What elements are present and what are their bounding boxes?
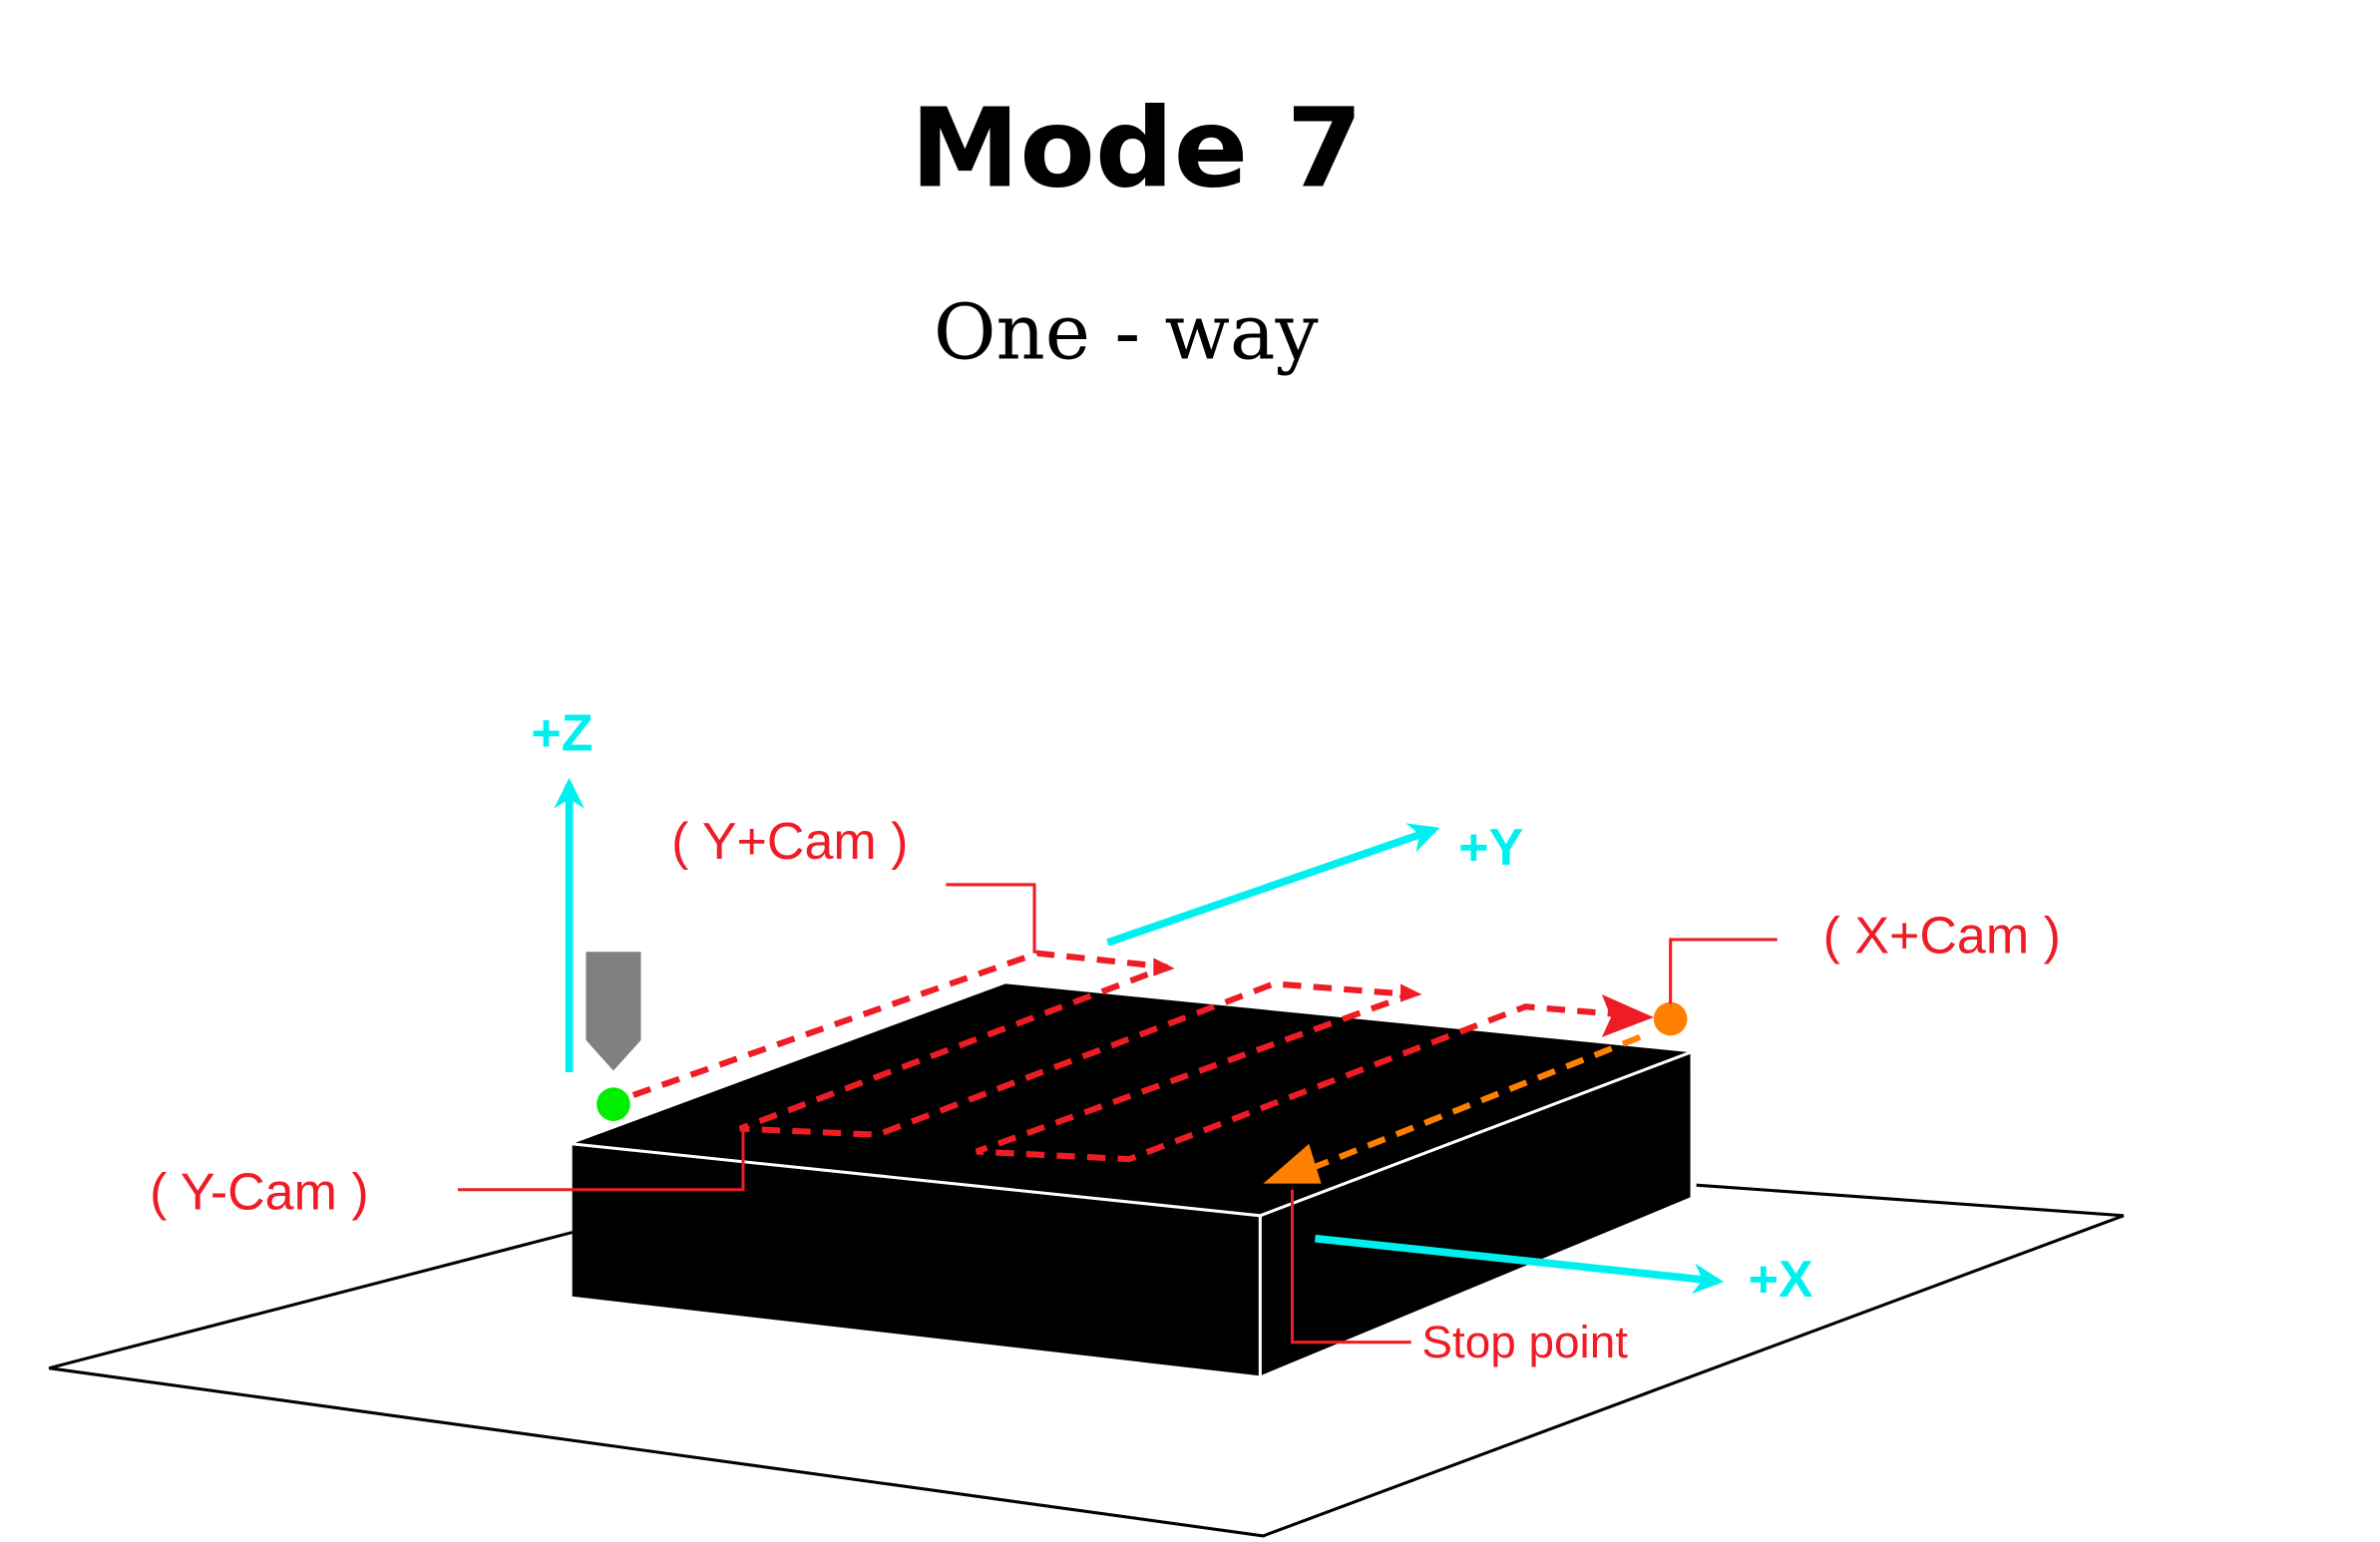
workpiece-block [572,983,1692,1376]
path-arrow-icon [1601,994,1654,1037]
work-plane [48,1183,2125,1538]
end-point-dot [1653,1001,1688,1036]
stop-point-leader [1290,1189,1411,1345]
stop-point-label: Stop point [1421,1316,1628,1367]
return-arrow-icon [1263,1143,1322,1184]
return-path [1314,1034,1642,1170]
subtitle: One - way [934,288,1319,377]
x-axis-label: +X [1749,1251,1813,1309]
y-minus-cam-label: ( Y-Cam ) [150,1164,369,1222]
path-arrow-icon [1153,958,1175,976]
y-axis-label: +Y [1458,819,1523,877]
start-point-dot [596,1087,630,1121]
x-plus-cam-label: ( X+Cam ) [1823,908,2061,965]
y-minus-cam-leader [457,1128,745,1192]
page-title: Mode 7 [911,85,1364,212]
y-plus-cam-label: ( Y+Cam ) [671,813,908,871]
tool-icon [586,952,641,1071]
tool-path [631,950,1618,1163]
y-plus-cam-leader [946,883,1036,954]
z-axis-label: +Z [531,704,593,762]
x-axis-arrow [1314,1234,1725,1295]
x-plus-cam-leader [1669,938,1778,1004]
y-axis-arrow [1106,823,1440,947]
path-arrow-icon [1400,983,1422,1002]
